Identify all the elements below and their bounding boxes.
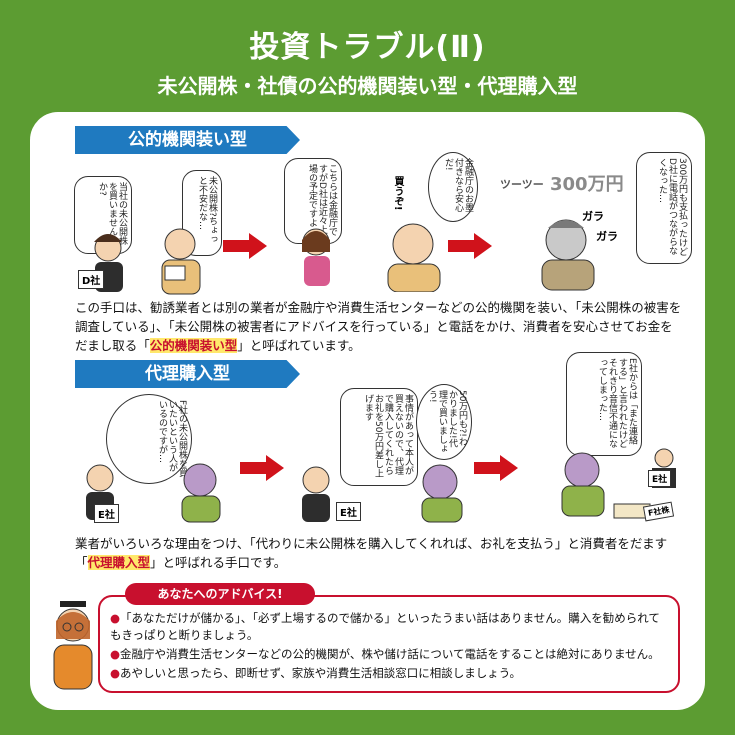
s1-p3-sfx-gara1: ガラ — [582, 210, 604, 223]
s2-p2-figures-illustration — [302, 464, 463, 523]
advice-box — [98, 595, 680, 693]
s2-highlight: 代理購入型 — [87, 555, 151, 570]
s1-p2-figures-illustration — [302, 223, 441, 292]
s1-p2-sfx: 買うぞ! — [392, 176, 403, 211]
s2-panel3: E社からは「また連絡する」と言われたけどそれきり音信不通になってしまった… E社… — [520, 352, 700, 527]
s2-p1-sign: E社 — [94, 504, 119, 523]
s1-description: この手口は、勧誘業者とは別の業者が金融庁や消費生活センターなどの公的機関を装い、… — [75, 300, 682, 353]
page-subtitle: 未公開株・社債の公的機関装い型・代理購入型 — [157, 74, 578, 98]
s2-p2-victim-bubble: 50万円も?!わかりました!代理で買いましょう! — [416, 384, 472, 460]
advice-item: ●あやしいと思ったら、即断せず、家族や消費生活相談窓口に相談しましょう。 — [110, 666, 522, 680]
s1-highlight: 公的機関装い型 — [149, 338, 238, 353]
section1-heading: 公的機関装い型 — [75, 126, 300, 154]
right-arrow-icon — [474, 455, 518, 481]
right-arrow-icon — [448, 233, 492, 259]
s2-panel1: F社の未公開株を買いたいという人がいるのですが… E社 — [70, 394, 240, 524]
s2-p1-figures-illustration — [86, 463, 221, 523]
advice-item: ●金融庁や消費生活センターなどの公的機関が、株や儲け話について電話をすることは絶… — [110, 647, 660, 661]
section2-heading: 代理購入型 — [75, 360, 300, 388]
s1-p1-sign: D社 — [78, 270, 105, 289]
s1-p3-sfx-gara2: ガラ — [596, 230, 618, 243]
s1-p2-victim-bubble: 金融庁のお墨付きなら安心だ! — [428, 152, 478, 222]
s2-p2-sign: E社 — [336, 502, 361, 521]
s1-p1-figures-illustration — [94, 228, 201, 295]
right-arrow-icon — [240, 455, 284, 481]
s2-panel2: 事情があって本人が買えないので、代理で購入してくれたらお礼を50万円差し上げます… — [290, 384, 480, 524]
s2-p2-caller-bubble: 事情があって本人が買えないので、代理で購入してくれたらお礼を50万円差し上げます — [340, 388, 418, 486]
s1-p3-figure-illustration — [541, 219, 595, 291]
s1-panel2: こちらは金融庁ですがD社は近々上場の予定ですよ 金融庁のお墨付きなら安心だ! 買… — [278, 152, 478, 292]
s2-p1-caller-bubble: F社の未公開株を買いたいという人がいるのですが… — [106, 394, 192, 484]
content-card: 公的機関装い型 当社の未公開株を買いませんか? 未公開株?ちょっと不安だな… D… — [30, 112, 705, 710]
s2-description: 業者がいろいろな理由をつけ、「代わりに未公開株を購入してくれれば、お礼を支払う」… — [75, 536, 668, 570]
s1-p3-victim-bubble: 300万円も支払ったけどD社に電話がつながらなくなった… — [636, 152, 692, 264]
advice-item: ●「あなただけが儲かる」、「必ず上場するので儲かる」といったうまい話はありません… — [110, 611, 660, 642]
s2-p3-sign: E社 — [648, 470, 672, 487]
s1-p3-money: 300万円 — [550, 174, 624, 195]
s2-p3-victim-bubble: E社からは「また連絡する」と言われたけどそれきり音信不通になってしまった… — [566, 352, 642, 456]
right-arrow-icon — [223, 233, 267, 259]
advice-heading: あなたへのアドバイス! — [125, 583, 315, 605]
advisor-illustration — [53, 601, 93, 690]
s1-p3-sfx-busy: ツーツー — [500, 178, 544, 191]
page-title: 投資トラブル(Ⅱ) — [249, 30, 486, 65]
s1-panel1: 当社の未公開株を買いませんか? 未公開株?ちょっと不安だな… D社 — [70, 162, 222, 295]
s1-panel3: 300万円も支払ったけどD社に電話がつながらなくなった… ツーツー 300万円 … — [498, 152, 698, 292]
